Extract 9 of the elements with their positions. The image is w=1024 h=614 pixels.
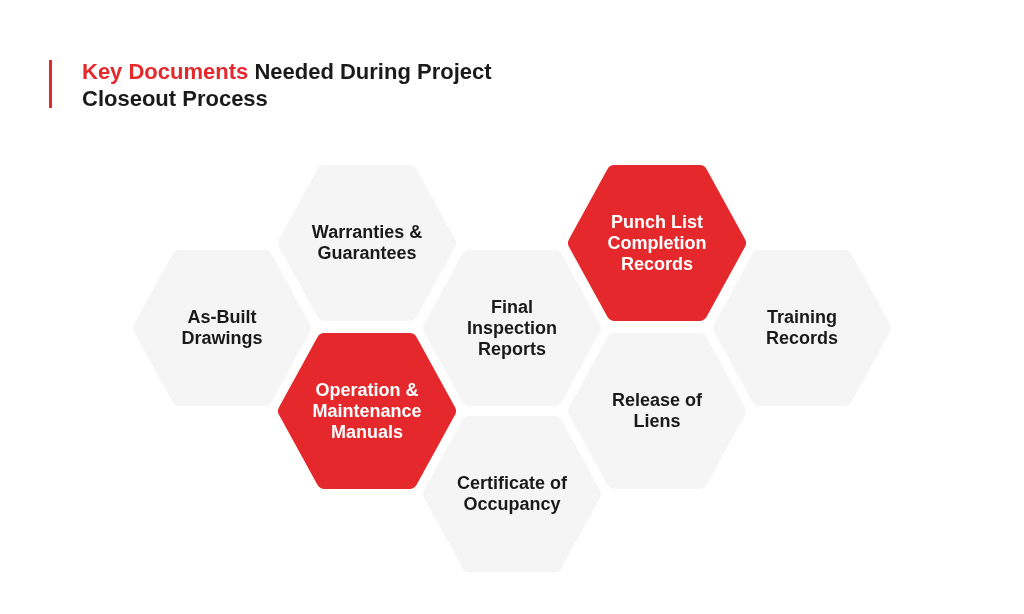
title: Key Documents Needed During Project Closeout Process [82, 58, 493, 112]
hexagon-label: Final Inspection Reports [466, 296, 558, 360]
hexagon-label: Training Records [765, 307, 839, 349]
hexagon-label: Certificate of Occupancy [456, 473, 568, 515]
hexagon-label: Punch List Completion Records [606, 211, 708, 275]
hexagon-label: As-Built Drawings [180, 307, 264, 349]
hexagon-label: Operation & Maintenance Manuals [311, 379, 423, 443]
hexagon-label: Release of Liens [610, 390, 703, 432]
hexagon-label: Warranties & Guarantees [310, 222, 424, 264]
